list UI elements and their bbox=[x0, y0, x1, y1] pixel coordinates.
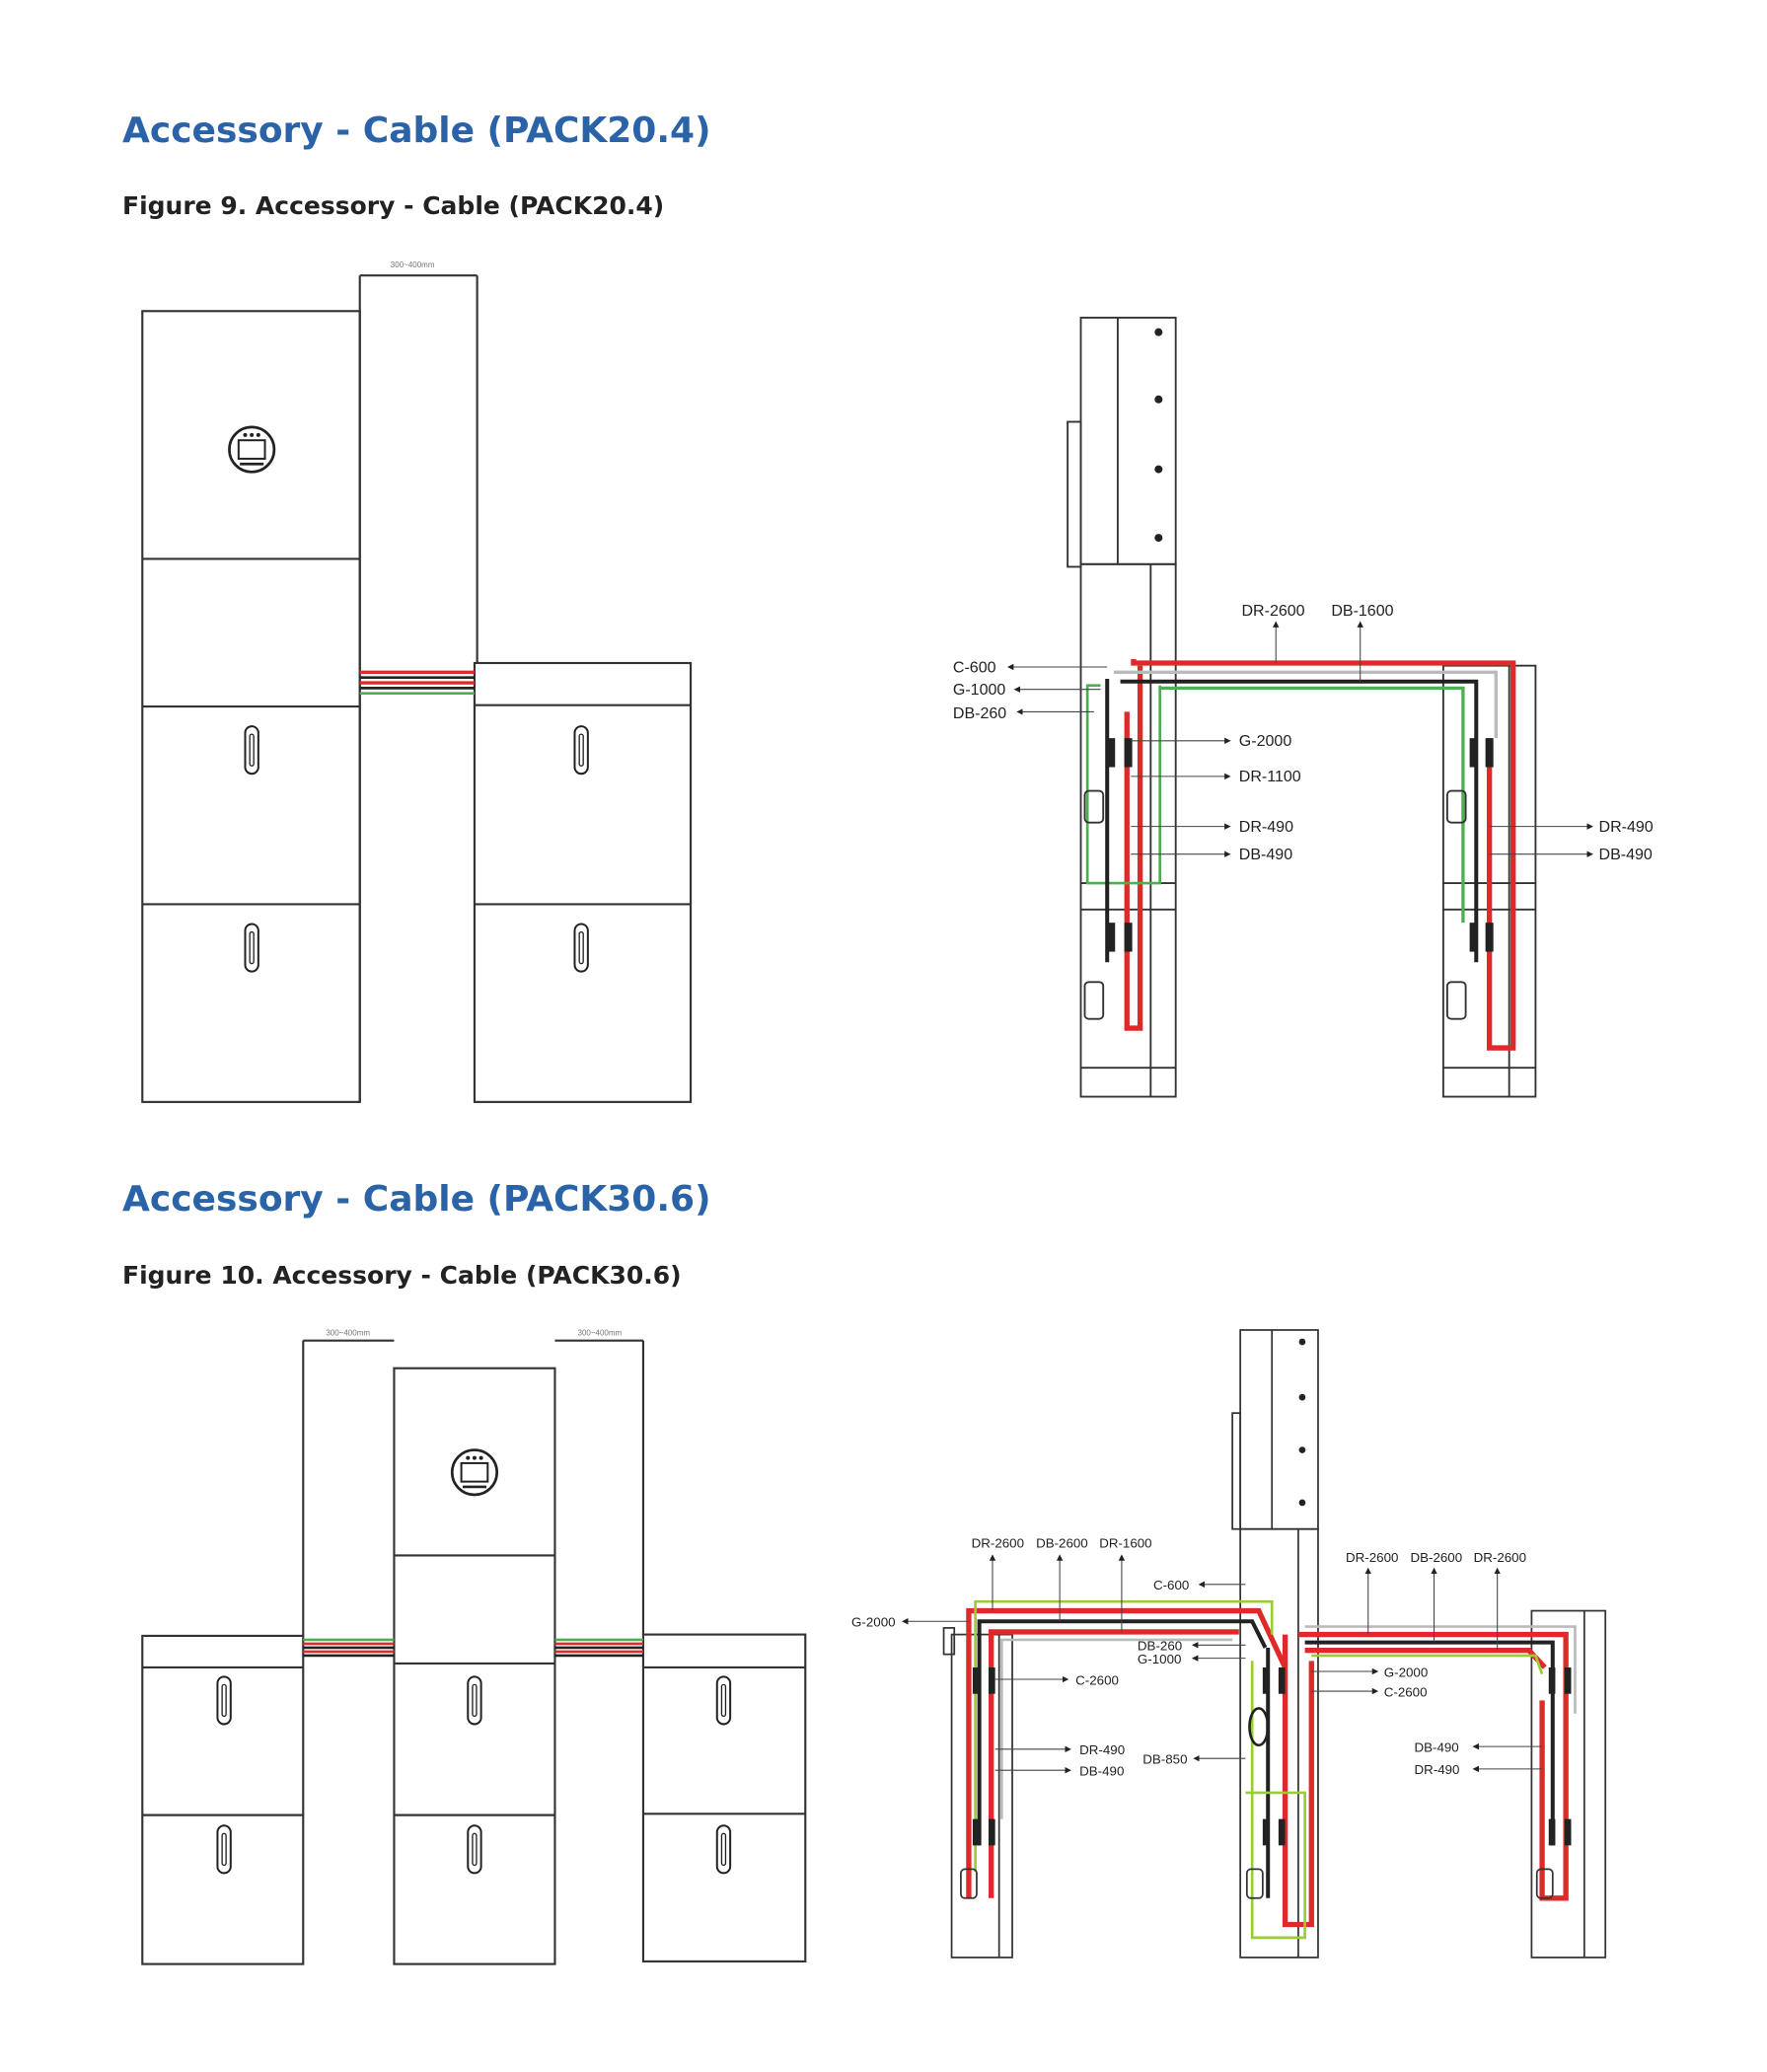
label-db490-right: DB-490 bbox=[1414, 1739, 1458, 1754]
label-g2000: G-2000 bbox=[1239, 732, 1292, 750]
figure-10-front-view bbox=[141, 1339, 807, 1965]
label-c2600-left: C-2600 bbox=[1075, 1672, 1119, 1687]
label-dr490-right: DR-490 bbox=[1414, 1762, 1459, 1777]
handle-icons-fig10 bbox=[216, 1675, 732, 1875]
handle-icons bbox=[244, 725, 589, 973]
display-icon bbox=[228, 425, 276, 474]
label-db2600-a: DB-2600 bbox=[1036, 1535, 1088, 1550]
label-dr490-left: DR-490 bbox=[1079, 1742, 1125, 1757]
label-c600: C-600 bbox=[1153, 1578, 1189, 1592]
section-title-pack20: Accessory - Cable (PACK20.4) bbox=[122, 111, 711, 151]
dimension-label-right: 300~400mm bbox=[578, 1328, 623, 1337]
figure-9-wiring-view bbox=[1006, 317, 1593, 1098]
label-dr490: DR-490 bbox=[1239, 818, 1293, 836]
label-dr1100: DR-1100 bbox=[1239, 768, 1301, 785]
label-db850: DB-850 bbox=[1142, 1752, 1187, 1767]
dimension-label-left: 300~400mm bbox=[326, 1328, 370, 1337]
figure-9-caption: Figure 9. Accessory - Cable (PACK20.4) bbox=[122, 191, 665, 220]
label-dr2600-c: DR-2600 bbox=[1474, 1550, 1526, 1565]
label-db260: DB-260 bbox=[1138, 1639, 1182, 1654]
label-g2000-right: G-2000 bbox=[1384, 1665, 1429, 1679]
label-db490: DB-490 bbox=[1239, 846, 1292, 863]
label-dr2600: DR-2600 bbox=[1241, 602, 1304, 620]
figure-9-front-view bbox=[141, 274, 693, 1103]
section-title-pack30: Accessory - Cable (PACK30.6) bbox=[122, 1179, 711, 1220]
figure-10-wiring-view bbox=[902, 1329, 1607, 1959]
dimension-label: 300~400mm bbox=[391, 260, 435, 269]
label-g1000: G-1000 bbox=[953, 681, 1006, 699]
label-db2600-b: DB-2600 bbox=[1410, 1550, 1462, 1565]
label-db1600: DB-1600 bbox=[1331, 602, 1393, 620]
label-g2000-left: G-2000 bbox=[851, 1615, 896, 1630]
figure-10-cable-labels: DR-2600 DB-2600 DR-1600 G-2000 C-600 DB-… bbox=[851, 1535, 1526, 1778]
label-c2600-right: C-2600 bbox=[1384, 1684, 1428, 1699]
label-db490-left: DB-490 bbox=[1079, 1764, 1124, 1779]
label-dr1600: DR-1600 bbox=[1099, 1535, 1151, 1550]
label-g1000: G-1000 bbox=[1138, 1652, 1182, 1666]
label-c600: C-600 bbox=[953, 658, 996, 676]
label-db260: DB-260 bbox=[953, 704, 1006, 722]
label-dr2600-b: DR-2600 bbox=[1346, 1550, 1398, 1565]
label-dr490-right: DR-490 bbox=[1599, 818, 1654, 836]
label-dr2600-a: DR-2600 bbox=[972, 1535, 1024, 1550]
display-icon-fig10 bbox=[450, 1448, 498, 1497]
figure-9-cable-labels: DR-2600 DB-1600 C-600 G-1000 DB-260 G-20… bbox=[953, 602, 1654, 863]
figure-10-caption: Figure 10. Accessory - Cable (PACK30.6) bbox=[122, 1261, 682, 1290]
label-db490-right: DB-490 bbox=[1599, 846, 1653, 863]
